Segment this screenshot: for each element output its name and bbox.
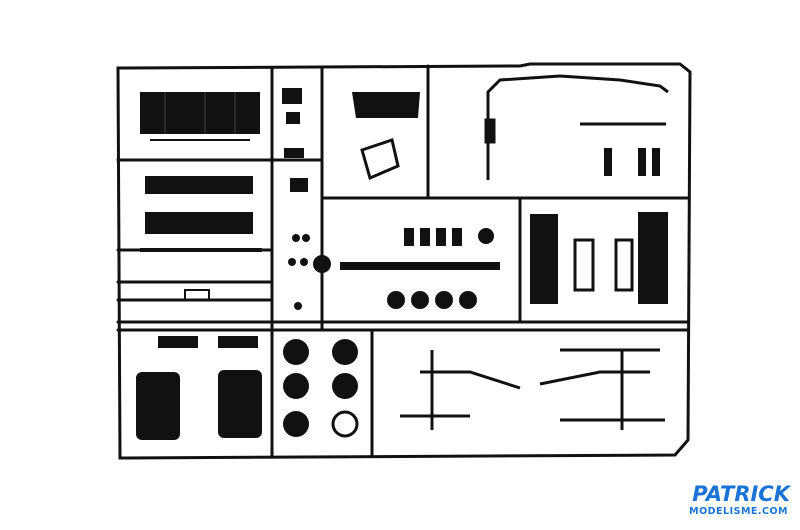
- wheel-parts: [283, 339, 359, 438]
- spring-parts: [580, 122, 666, 176]
- exhaust-pipe-part: [484, 74, 669, 180]
- fuel-tank-parts: [530, 212, 668, 304]
- watermark-line1: PATRICK: [692, 482, 790, 506]
- axle-parts: [400, 348, 665, 430]
- watermark-logo: PATRICK MODELISME.COM: [674, 482, 792, 524]
- chassis-rail-parts: [140, 176, 262, 301]
- watermark-line2: MODELISME.COM: [689, 506, 788, 517]
- roof-part: [352, 92, 420, 181]
- seat-back-part: [140, 92, 260, 141]
- engine-parts: [340, 228, 500, 309]
- seat-parts: [136, 336, 262, 440]
- small-parts-column: [282, 88, 331, 310]
